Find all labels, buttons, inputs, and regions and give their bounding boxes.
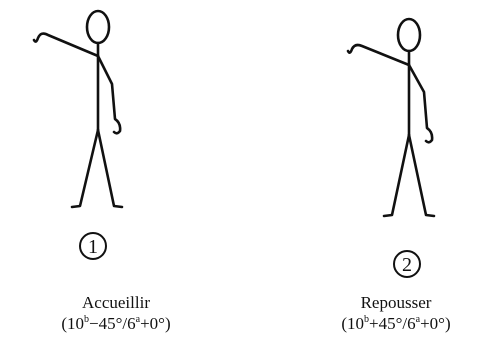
figure-2-number: 2 bbox=[402, 254, 412, 276]
figure-2-notation-middle: +45°/6 bbox=[369, 314, 416, 333]
figure-2-caption: Repousser (10b+45°/6a+0°) bbox=[296, 292, 482, 334]
figure-2-name: Repousser bbox=[360, 293, 432, 312]
figure-1-number: 1 bbox=[88, 236, 98, 258]
figure-1-notation: (10b−45°/6a+0°) bbox=[16, 313, 216, 334]
figure-2-notation-close: +0°) bbox=[420, 314, 451, 333]
stick-figure-2 bbox=[346, 17, 436, 218]
figure-2-notation-sup2: a bbox=[415, 314, 421, 325]
figure-1-number-badge: 1 bbox=[79, 232, 107, 260]
figure-1-notation-sup2: a bbox=[135, 314, 141, 325]
figure-1-notation-open: (10 bbox=[61, 314, 85, 333]
figure-1-caption: Accueillir (10b−45°/6a+0°) bbox=[16, 292, 216, 334]
figure-1-lowered-arm bbox=[96, 54, 122, 135]
figure-1-raised-arm bbox=[32, 32, 100, 58]
figure-2-notation: (10b+45°/6a+0°) bbox=[296, 313, 482, 334]
figure-2-notation-open: (10 bbox=[341, 314, 365, 333]
figure-1-left-leg bbox=[70, 128, 100, 209]
figure-2-head bbox=[396, 17, 422, 53]
figure-1-notation-close: +0°) bbox=[140, 314, 171, 333]
figure-2-notation-sup1: b bbox=[364, 314, 370, 325]
figure-2-right-leg bbox=[407, 133, 436, 218]
figure-2-number-badge: 2 bbox=[393, 250, 421, 278]
figure-1-name: Accueillir bbox=[82, 293, 150, 312]
figure-1-notation-sup1: b bbox=[84, 314, 90, 325]
figure-1-head bbox=[85, 9, 111, 45]
figure-2-left-leg bbox=[382, 133, 411, 218]
figure-2-lowered-arm bbox=[407, 63, 434, 144]
figure-1-right-leg bbox=[96, 128, 124, 209]
stick-figure-1 bbox=[32, 9, 124, 209]
figure-2-raised-arm bbox=[346, 43, 411, 67]
figure-1-notation-middle: −45°/6 bbox=[89, 314, 136, 333]
